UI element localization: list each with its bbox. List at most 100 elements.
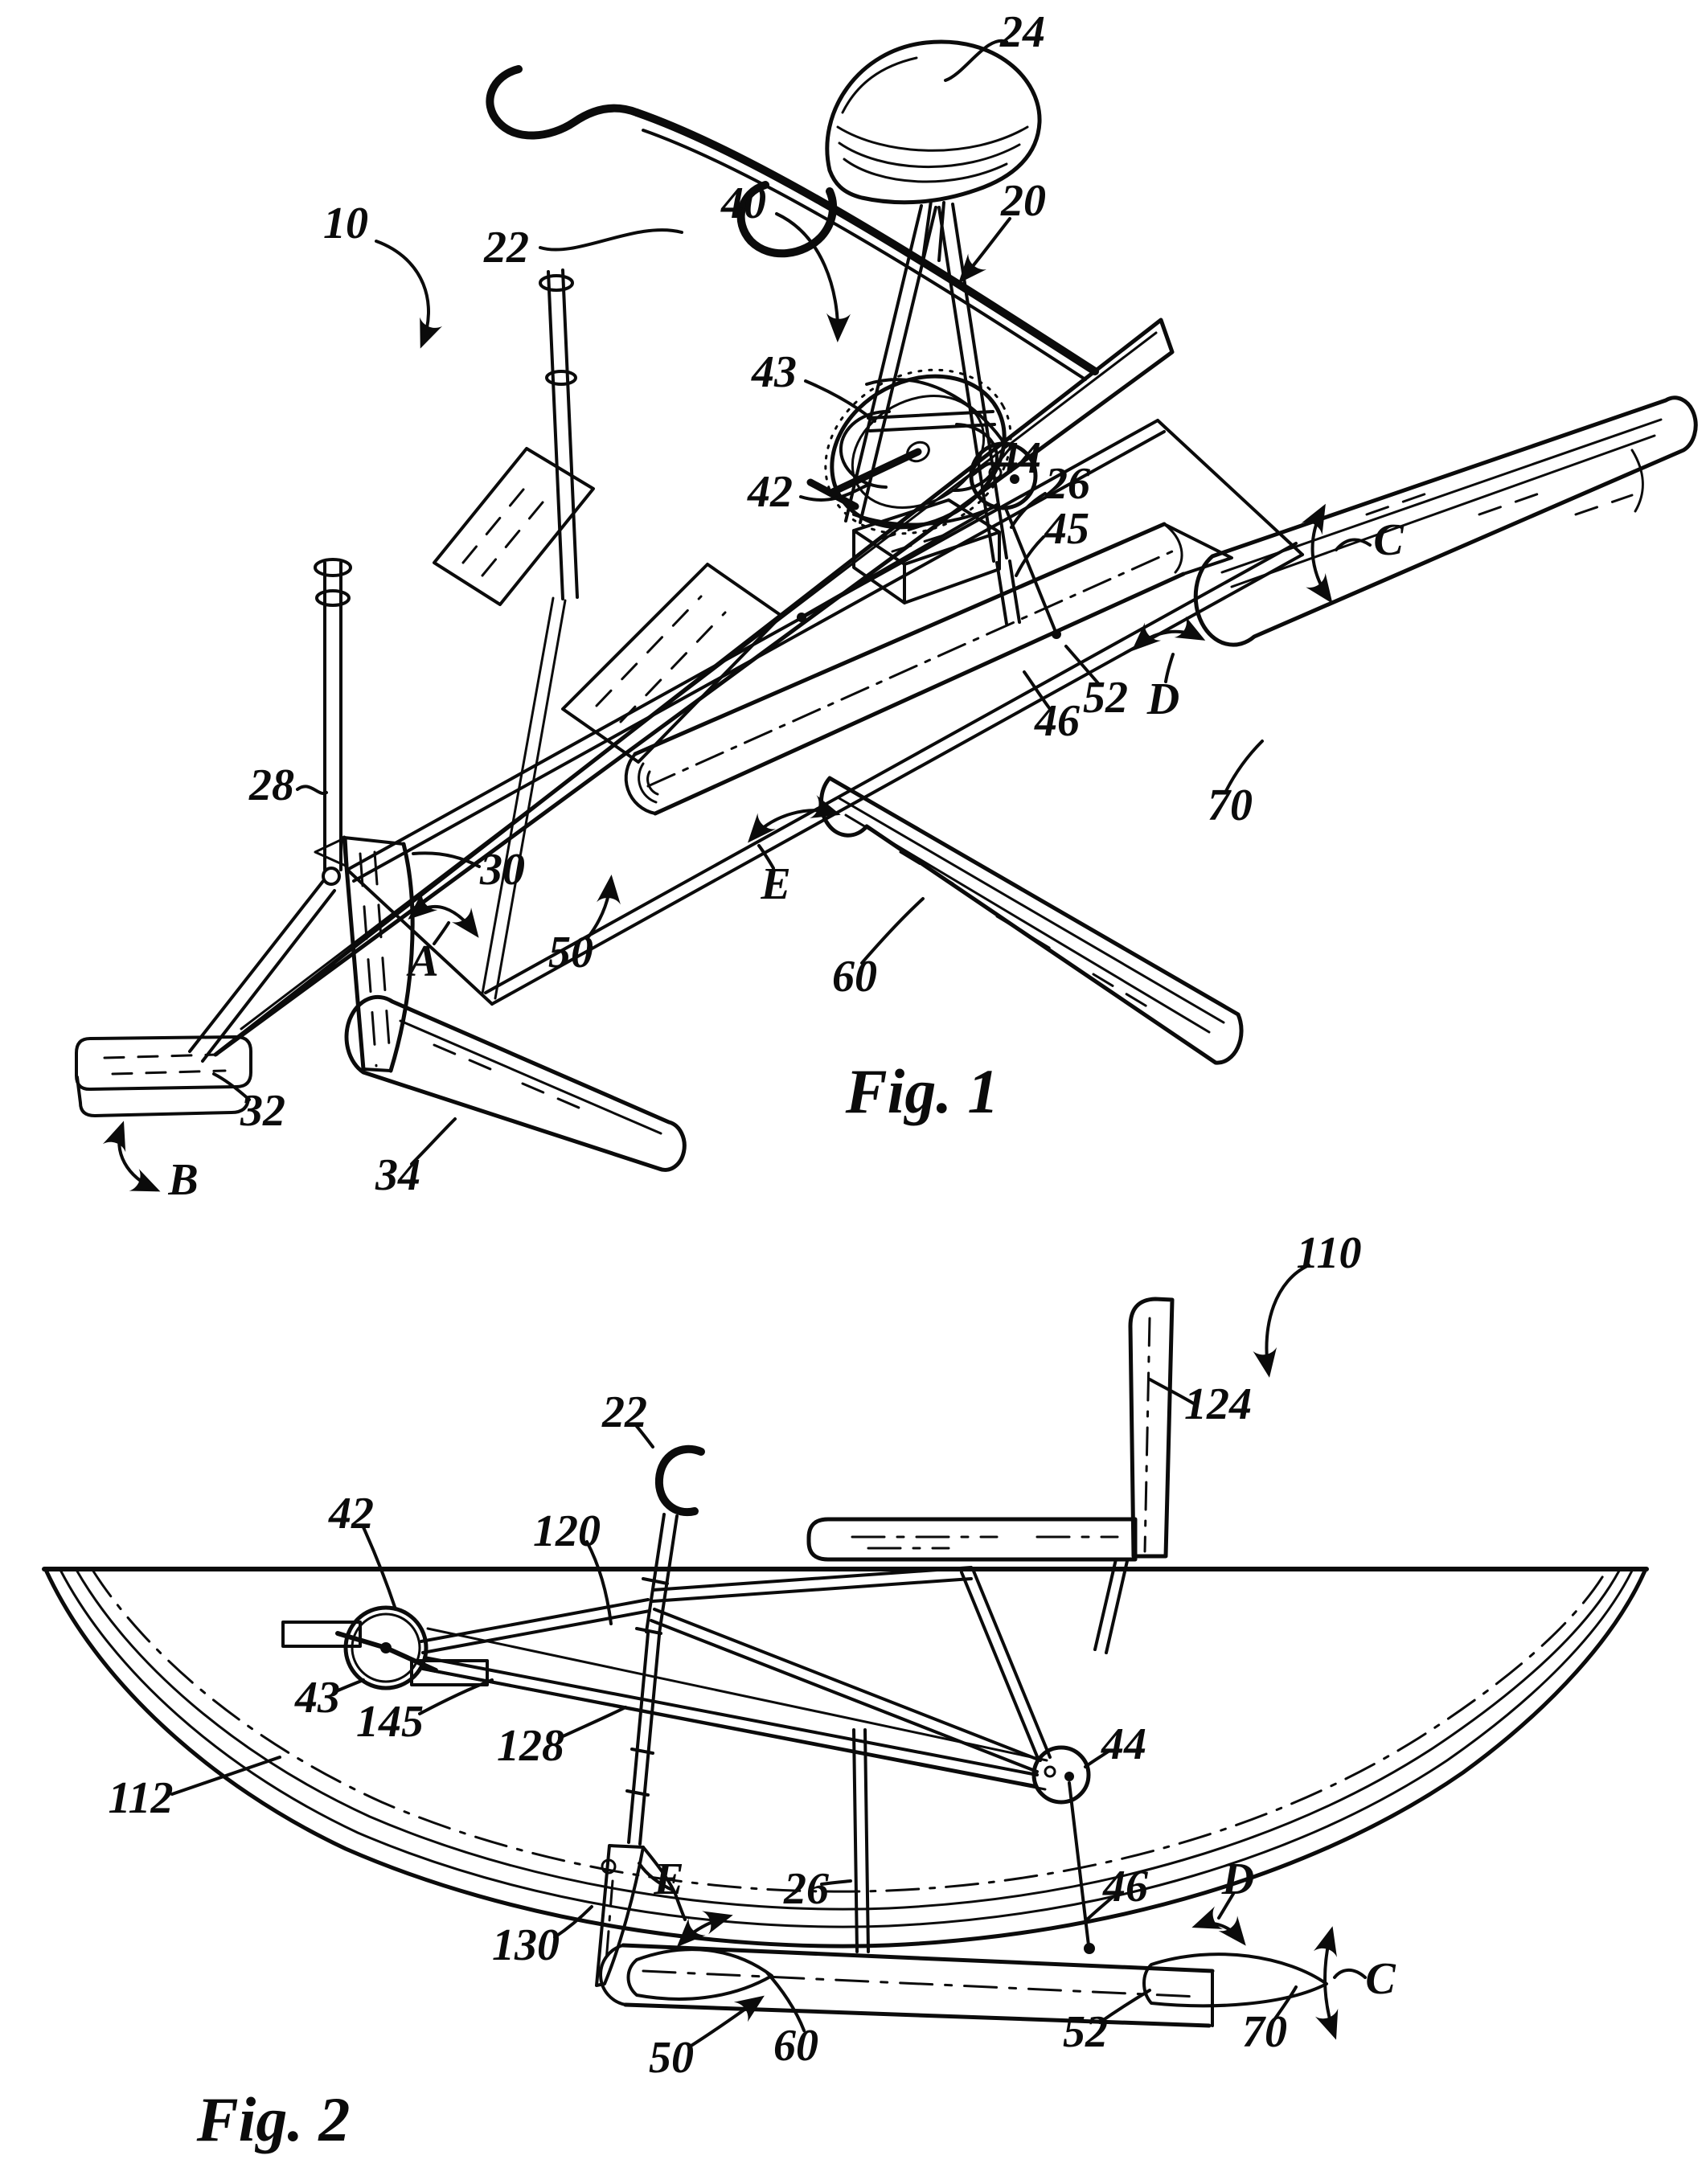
pedal-43 bbox=[806, 448, 922, 510]
ref-label-42: 42 bbox=[329, 1489, 374, 1539]
ref-label-A: A bbox=[408, 936, 439, 986]
fig1-title: Fig. 1 bbox=[845, 1056, 999, 1126]
seat-24 bbox=[825, 39, 1042, 262]
rod-45 bbox=[1003, 505, 1057, 633]
ref-label-E: E bbox=[761, 859, 791, 909]
leader-70 bbox=[1272, 1985, 1298, 2022]
ref-label-D: D bbox=[1221, 1854, 1255, 1904]
ref-label-42: 42 bbox=[748, 467, 793, 517]
arrow-C bbox=[1313, 1926, 1339, 2040]
wing-60 bbox=[819, 776, 1244, 1065]
ref-label-22: 22 bbox=[602, 1387, 647, 1437]
ref-label-34: 34 bbox=[375, 1150, 420, 1200]
ref-label-40: 40 bbox=[721, 178, 766, 228]
arrow-110 bbox=[1253, 1264, 1310, 1378]
grip-hook-40 bbox=[736, 181, 838, 258]
strut-130 bbox=[595, 1844, 675, 1987]
leader-60 bbox=[860, 897, 925, 965]
belt-upper bbox=[865, 378, 1007, 446]
ref-label-30: 30 bbox=[480, 845, 525, 895]
ref-label-50: 50 bbox=[649, 2033, 694, 2083]
arrow-20 bbox=[958, 217, 1011, 284]
leader-42 bbox=[362, 1526, 397, 1611]
leader-C bbox=[1335, 538, 1372, 551]
ref-label-60: 60 bbox=[773, 2021, 818, 2071]
rear-assembly-50 bbox=[599, 1943, 1328, 2028]
leader-128 bbox=[558, 1706, 627, 1739]
foot-platforms bbox=[433, 447, 783, 764]
rod-46-fig2 bbox=[1068, 1781, 1090, 1947]
wing-34 bbox=[344, 994, 687, 1172]
ref-label-46: 46 bbox=[1035, 696, 1080, 746]
fig1-drawing bbox=[75, 39, 1698, 1172]
leader-43 bbox=[804, 379, 876, 423]
boom-plate bbox=[213, 318, 1175, 1057]
leader-46 bbox=[1023, 670, 1052, 711]
wing-70-profile bbox=[1142, 1952, 1328, 2008]
leader-43 bbox=[334, 1678, 365, 1693]
ref-label-120: 120 bbox=[533, 1506, 601, 1556]
leader-42 bbox=[799, 482, 871, 502]
leader-145 bbox=[418, 1678, 494, 1715]
leader-52 bbox=[1064, 645, 1100, 685]
leader-60 bbox=[765, 1971, 806, 2032]
leader-112 bbox=[170, 1756, 281, 1796]
leader-26 bbox=[820, 1879, 852, 1886]
strut-30 bbox=[342, 835, 415, 1073]
ref-label-24: 24 bbox=[1000, 7, 1045, 57]
ref-label-44: 44 bbox=[1101, 1719, 1146, 1769]
ref-label-10: 10 bbox=[323, 199, 368, 248]
ref-label-110: 110 bbox=[1296, 1228, 1362, 1278]
ref-label-70: 70 bbox=[1208, 781, 1253, 830]
arrow-D bbox=[1191, 1906, 1246, 1946]
wing-60-profile bbox=[626, 1948, 773, 2001]
fig2-title: Fig. 2 bbox=[196, 2084, 351, 2154]
leader-E bbox=[757, 844, 775, 870]
arrow-50 bbox=[688, 1995, 765, 2048]
head-tube bbox=[481, 268, 579, 1000]
ref-label-145: 145 bbox=[356, 1697, 424, 1747]
leader-28 bbox=[296, 785, 328, 796]
crank-42 bbox=[281, 1605, 1048, 1791]
ref-label-E: E bbox=[654, 1854, 684, 1904]
pulley-44-fig2 bbox=[852, 1728, 1095, 1954]
arrow-10 bbox=[375, 240, 443, 349]
steering-128 bbox=[625, 1444, 705, 1846]
ref-label-52: 52 bbox=[1083, 673, 1128, 723]
ref-label-43: 43 bbox=[752, 347, 797, 397]
leader-52 bbox=[1098, 1989, 1151, 2024]
hull-112 bbox=[42, 1567, 1649, 1948]
leader-45 bbox=[1015, 535, 1045, 577]
arrow-50 bbox=[585, 875, 621, 940]
ref-label-C: C bbox=[1365, 1954, 1396, 2004]
ref-label-26: 26 bbox=[784, 1864, 829, 1914]
leader-24 bbox=[944, 39, 1008, 82]
fig1-leaders bbox=[102, 39, 1372, 1192]
ref-label-124: 124 bbox=[1184, 1379, 1252, 1429]
rod-46 bbox=[802, 503, 999, 617]
arrow-E bbox=[676, 1911, 733, 1948]
pontoon-50 bbox=[624, 522, 1233, 816]
leader-46 bbox=[1082, 1895, 1114, 1924]
ref-label-22: 22 bbox=[484, 223, 529, 272]
ref-label-52: 52 bbox=[1063, 2007, 1108, 2057]
leader-C bbox=[1333, 1969, 1367, 1979]
ref-label-46: 46 bbox=[1103, 1862, 1148, 1912]
float-32 bbox=[75, 879, 336, 1117]
leader-34 bbox=[410, 1117, 457, 1166]
arrow-40 bbox=[775, 212, 851, 342]
ref-label-28: 28 bbox=[249, 760, 294, 810]
ref-label-D: D bbox=[1146, 674, 1180, 724]
ref-label-45: 45 bbox=[1044, 504, 1089, 554]
pivot bbox=[322, 867, 341, 886]
leader-44 bbox=[1084, 1749, 1111, 1768]
leader-124 bbox=[1148, 1378, 1198, 1407]
ref-label-26: 26 bbox=[1045, 459, 1090, 509]
leader-26 bbox=[1010, 492, 1047, 529]
leader-120 bbox=[585, 1540, 613, 1625]
arrow-A bbox=[408, 891, 479, 938]
ref-label-44: 44 bbox=[996, 433, 1041, 483]
pedal-right bbox=[410, 1659, 489, 1686]
